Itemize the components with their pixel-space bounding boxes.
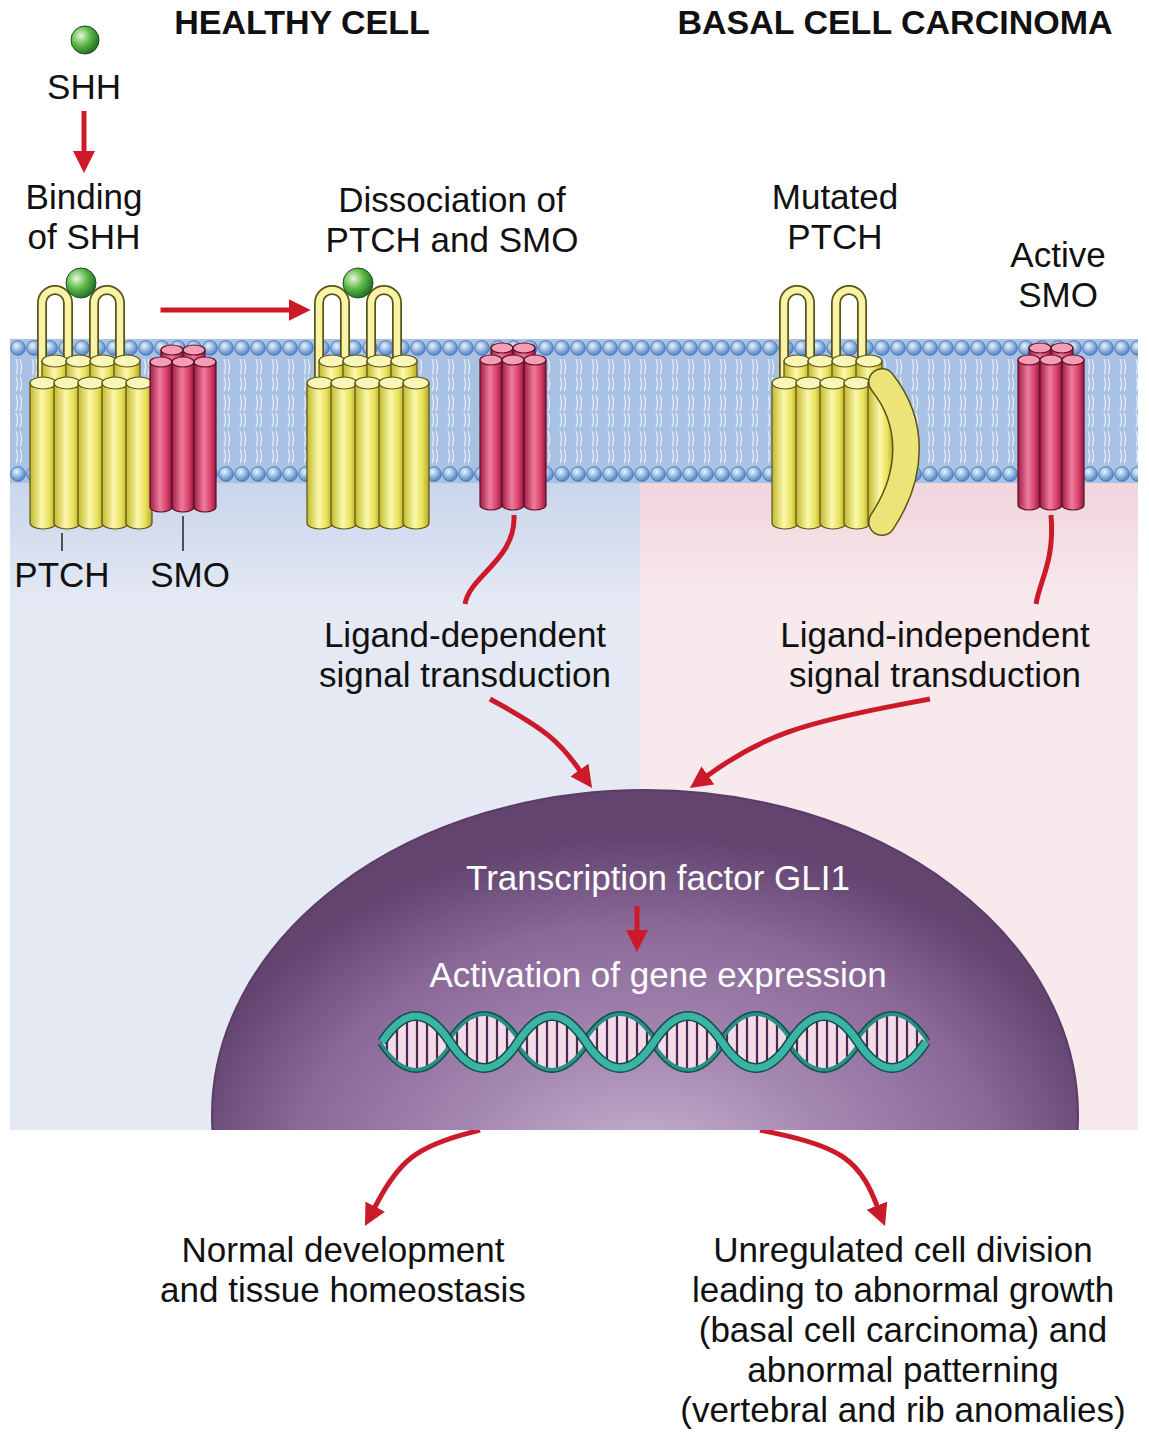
label-anchor: HEALTHY CELL (174, 2, 430, 42)
nucleus-text: Transcription factor GLI1 (236, 858, 1080, 898)
ligand-label: SHH (35, 63, 133, 111)
dna-strand (382, 1016, 926, 1068)
yellow-receptor (307, 290, 429, 529)
flow-arrow (161, 308, 297, 313)
label-anchor: BASAL CELL CARCINOMA (677, 2, 1112, 42)
yellow-receptor (772, 290, 894, 529)
node-text: Dissociation of PTCH and SMO (315, 180, 590, 260)
bent-helix (882, 382, 906, 522)
outcome-label: Normal development and tissue homeostasi… (150, 1226, 536, 1314)
part-label: PTCH (14, 555, 109, 595)
dna-strand (382, 1016, 926, 1068)
dna-rungs (382, 1014, 926, 1070)
leader-line (61, 533, 63, 551)
flow-arrow (701, 699, 930, 780)
node-text: SHH (39, 67, 129, 107)
node-text: Ligand-dependent signal transduction (305, 615, 625, 695)
flow-arrow (760, 1130, 880, 1213)
red-receptor (480, 343, 546, 510)
red-receptor (1018, 343, 1084, 510)
panel-heading: BASAL CELL CARCINOMA (677, 2, 1112, 42)
part-label: Active SMO (983, 235, 1133, 315)
nucleus-text: Activation of gene expression (236, 955, 1080, 995)
flow-arrow (490, 699, 584, 777)
ligand-ball (71, 26, 99, 54)
gene-arrow (635, 906, 640, 938)
node-text: Normal development and tissue homeostasi… (154, 1230, 532, 1310)
step-label: Binding of SHH (8, 173, 161, 323)
bent-helix (882, 382, 906, 522)
flow-arrow (372, 1130, 480, 1214)
dna-strand (382, 1016, 926, 1068)
label-anchor: PTCH (14, 555, 109, 595)
node-text: Binding of SHH (12, 177, 157, 257)
pathway-label: Ligand-independent signal transduction (766, 611, 1104, 699)
label-anchor: Mutated PTCH (750, 177, 920, 257)
flow-arrow (82, 111, 87, 159)
panel-heading: HEALTHY CELL (174, 2, 430, 42)
node-text: Unregulated cell division leading to abn… (676, 1230, 1131, 1430)
pathway-label: Ligand-dependent signal transduction (301, 611, 629, 699)
step-label: Dissociation of PTCH and SMO (311, 176, 594, 326)
label-anchor: Active SMO (983, 235, 1133, 315)
part-label: SMO (150, 555, 230, 595)
signal-line (465, 515, 514, 604)
ligand-ball (66, 268, 96, 298)
node-text: Ligand-independent signal transduction (770, 615, 1100, 695)
part-label: Mutated PTCH (750, 177, 920, 257)
ligand-ball (343, 268, 373, 298)
label-anchor: SMO (150, 555, 230, 595)
leader-line (182, 516, 184, 551)
nucleus: Transcription factor GLI1Activation of g… (210, 788, 1080, 1130)
red-receptor (150, 345, 216, 512)
yellow-receptor (30, 290, 152, 529)
signal-line (1036, 515, 1052, 604)
dna-strand (382, 1016, 926, 1068)
outcome-label: Unregulated cell division leading to abn… (672, 1226, 1135, 1434)
